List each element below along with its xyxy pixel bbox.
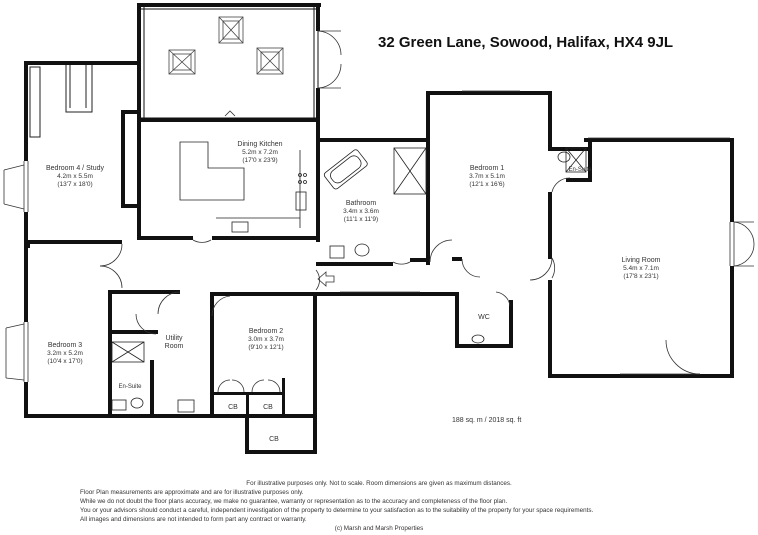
basin-icon [329, 243, 370, 259]
room-dim-metric: 3.7m x 5.1m [469, 173, 505, 180]
room-ensuite-bed1: En-Suite [568, 167, 592, 173]
room-dim-imperial: (12'1 x 16'6) [469, 181, 504, 188]
room-name: Living Room [622, 257, 661, 264]
room-dim-metric: 3.4m x 3.6m [343, 208, 379, 215]
room-dim-imperial: (9'10 x 12'1) [248, 344, 283, 351]
disclaimer-line: While we do not doubt the floor plans ac… [80, 498, 508, 506]
toilet-icon [130, 151, 571, 409]
disclaimer-line: All images and dimensions are not intend… [80, 516, 307, 524]
roof-window-icon [168, 49, 196, 75]
disclaimer-line: For illustrative purposes only. Not to s… [246, 480, 512, 487]
door-swings [99, 177, 701, 393]
room-name: Bedroom 2 [249, 328, 283, 335]
total-area: 188 sq. m / 2018 sq. ft [452, 417, 522, 424]
room-dim-imperial: (17'0 x 23'9) [242, 157, 277, 164]
small-shower-icon [111, 147, 587, 413]
room-dim-imperial: (11'1 x 11'9) [344, 216, 378, 223]
disclaimer: For illustrative purposes only. Not to s… [0, 479, 758, 534]
room-name: Dining Kitchen [237, 141, 282, 148]
room-bathroom: Bathroom 3.4m x 3.6m (11'1 x 11'9) [343, 200, 379, 223]
wardrobe-unit [29, 65, 93, 138]
room-dim-imperial: (10'4 x 17'0) [47, 358, 82, 365]
cupboard-label: CB [228, 404, 238, 411]
room-ensuite-bed3: En-Suite [118, 384, 142, 390]
roof-window-icon [256, 47, 284, 75]
disclaimer-line: You or your advisors should conduct a ca… [80, 507, 594, 515]
room-dining-kitchen: Dining Kitchen 5.2m x 7.2m (17'0 x 23'9) [237, 141, 282, 164]
entrance-arrow-icon [224, 110, 335, 287]
room-dim-metric: 3.2m x 5.2m [47, 350, 83, 357]
room-dim-metric: 5.4m x 7.1m [623, 265, 659, 272]
bath-icon [323, 149, 368, 190]
property-address: 32 Green Lane, Sowood, Halifax, HX4 9JL [378, 34, 674, 51]
outer-walls [24, 61, 734, 454]
room-bedroom2: Bedroom 2 3.0m x 3.7m (9'10 x 12'1) [248, 328, 284, 351]
room-bedroom4: Bedroom 4 / Study 4.2m x 5.5m (13'7 x 18… [46, 165, 104, 188]
room-name: Bedroom 4 / Study [46, 165, 104, 172]
room-dim-metric: 4.2m x 5.5m [57, 173, 93, 180]
room-dim-metric: 3.0m x 3.7m [248, 336, 284, 343]
room-name: Utility [165, 335, 183, 342]
french-doors-icon [317, 30, 342, 89]
room-name-line2: Room [165, 343, 184, 350]
room-living: Living Room 5.4m x 7.1m (17'8 x 23'1) [622, 257, 661, 280]
copyright: (c) Marsh and Marsh Properties [334, 525, 424, 533]
window-icon [3, 90, 735, 382]
room-name: Bedroom 1 [470, 165, 504, 172]
room-name: Bathroom [346, 200, 377, 207]
disclaimer-line: Floor Plan measurements are approximate … [80, 489, 304, 497]
room-wc: WC [478, 314, 490, 321]
shower-icon [393, 147, 427, 195]
room-dim-metric: 5.2m x 7.2m [242, 149, 278, 156]
room-bedroom1: Bedroom 1 3.7m x 5.1m (12'1 x 16'6) [469, 165, 505, 188]
room-dim-imperial: (17'8 x 23'1) [623, 273, 658, 280]
room-dim-imperial: (13'7 x 18'0) [57, 181, 92, 188]
cupboard-label: CB [263, 404, 273, 411]
room-bedroom3: Bedroom 3 3.2m x 5.2m (10'4 x 17'0) [47, 342, 83, 365]
room-utility: Utility Room [165, 335, 184, 350]
roof-window-icon [218, 16, 244, 44]
living-french-doors-icon [733, 221, 755, 267]
room-name: Bedroom 3 [48, 342, 82, 349]
internal-walls [24, 110, 592, 418]
kitchen-fittings [179, 141, 307, 233]
cupboard-label: CB [269, 436, 279, 443]
conservatory [139, 4, 319, 119]
